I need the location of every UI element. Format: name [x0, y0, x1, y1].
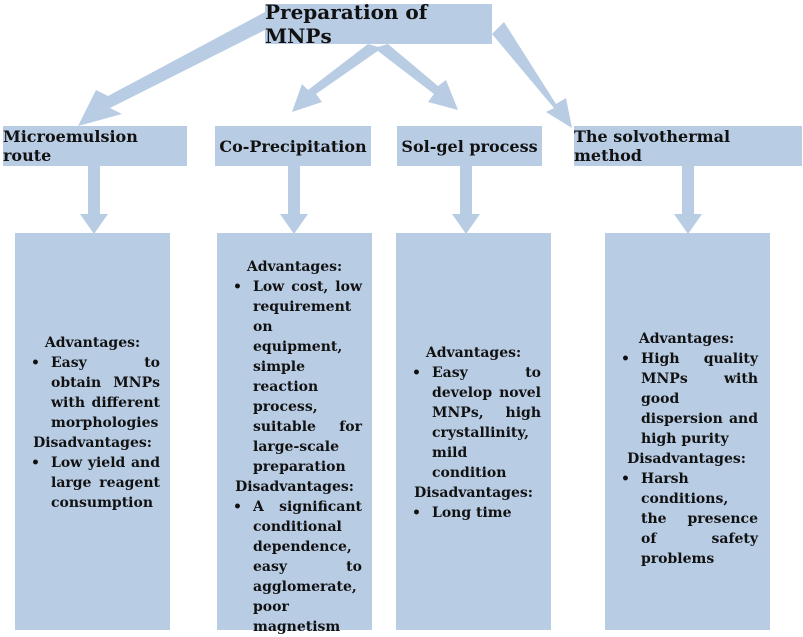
disadvantage-item: Long time — [406, 503, 541, 523]
advantage-item: Easy to obtain MNPs with different morph… — [25, 353, 160, 433]
advantages-list: High quality MNPs with good dispersion a… — [615, 349, 758, 449]
arrow-title-to-coprecipitation — [292, 44, 382, 112]
advantage-item: High quality MNPs with good dispersion a… — [615, 349, 758, 449]
disadvantage-item: Harsh conditions, the presence of safety… — [615, 469, 758, 569]
advantages-list: Easy to develop novel MNPs, high crystal… — [406, 363, 541, 483]
detail-box-microemulsion: Advantages: Easy to obtain MNPs with dif… — [15, 233, 170, 630]
disadvantages-list: Harsh conditions, the presence of safety… — [615, 469, 758, 569]
disadvantages-list: A significant conditional dependence, ea… — [227, 497, 362, 637]
advantages-label: Advantages: — [425, 345, 522, 361]
disadvantages-label: Disadvantages: — [627, 451, 746, 467]
advantage-item: Low cost, low requirement on equipment, … — [227, 277, 362, 477]
advantages-list: Low cost, low requirement on equipment, … — [227, 277, 362, 477]
disadvantage-item: A significant conditional dependence, ea… — [227, 497, 362, 637]
arrow-title-to-solgel — [374, 44, 458, 110]
diagram-title: Preparation of MNPs — [265, 0, 492, 48]
disadvantages-list: Long time — [406, 503, 541, 523]
arrow-microemulsion-down — [80, 166, 108, 234]
advantages-list: Easy to obtain MNPs with different morph… — [25, 353, 160, 433]
arrow-solgel-down — [452, 166, 480, 234]
method-solvothermal: The solvothermal method — [574, 126, 802, 166]
detail-box-solvothermal: Advantages: High quality MNPs with good … — [605, 233, 770, 630]
arrow-title-to-solvothermal — [492, 22, 572, 128]
arrow-solvothermal-down — [674, 166, 702, 234]
disadvantages-label: Disadvantages: — [235, 479, 354, 495]
advantage-item: Easy to develop novel MNPs, high crystal… — [406, 363, 541, 483]
advantages-label: Advantages: — [246, 259, 343, 275]
disadvantages-label: Disadvantages: — [33, 435, 152, 451]
disadvantage-item: Low yield and large reagent consumption — [25, 453, 160, 513]
arrow-title-to-microemulsion — [78, 12, 265, 126]
disadvantages-list: Low yield and large reagent consumption — [25, 453, 160, 513]
advantages-label: Advantages: — [44, 335, 141, 351]
method-solgel: Sol-gel process — [397, 126, 542, 166]
disadvantages-label: Disadvantages: — [414, 485, 533, 501]
detail-box-coprecipitation: Advantages: Low cost, low requirement on… — [217, 233, 372, 635]
detail-box-solgel: Advantages: Easy to develop novel MNPs, … — [396, 233, 551, 630]
method-microemulsion: Microemulsion route — [3, 126, 187, 166]
method-coprecipitation: Co-Precipitation — [215, 126, 371, 166]
arrow-coprecipitation-down — [280, 166, 308, 234]
advantages-label: Advantages: — [638, 331, 735, 347]
